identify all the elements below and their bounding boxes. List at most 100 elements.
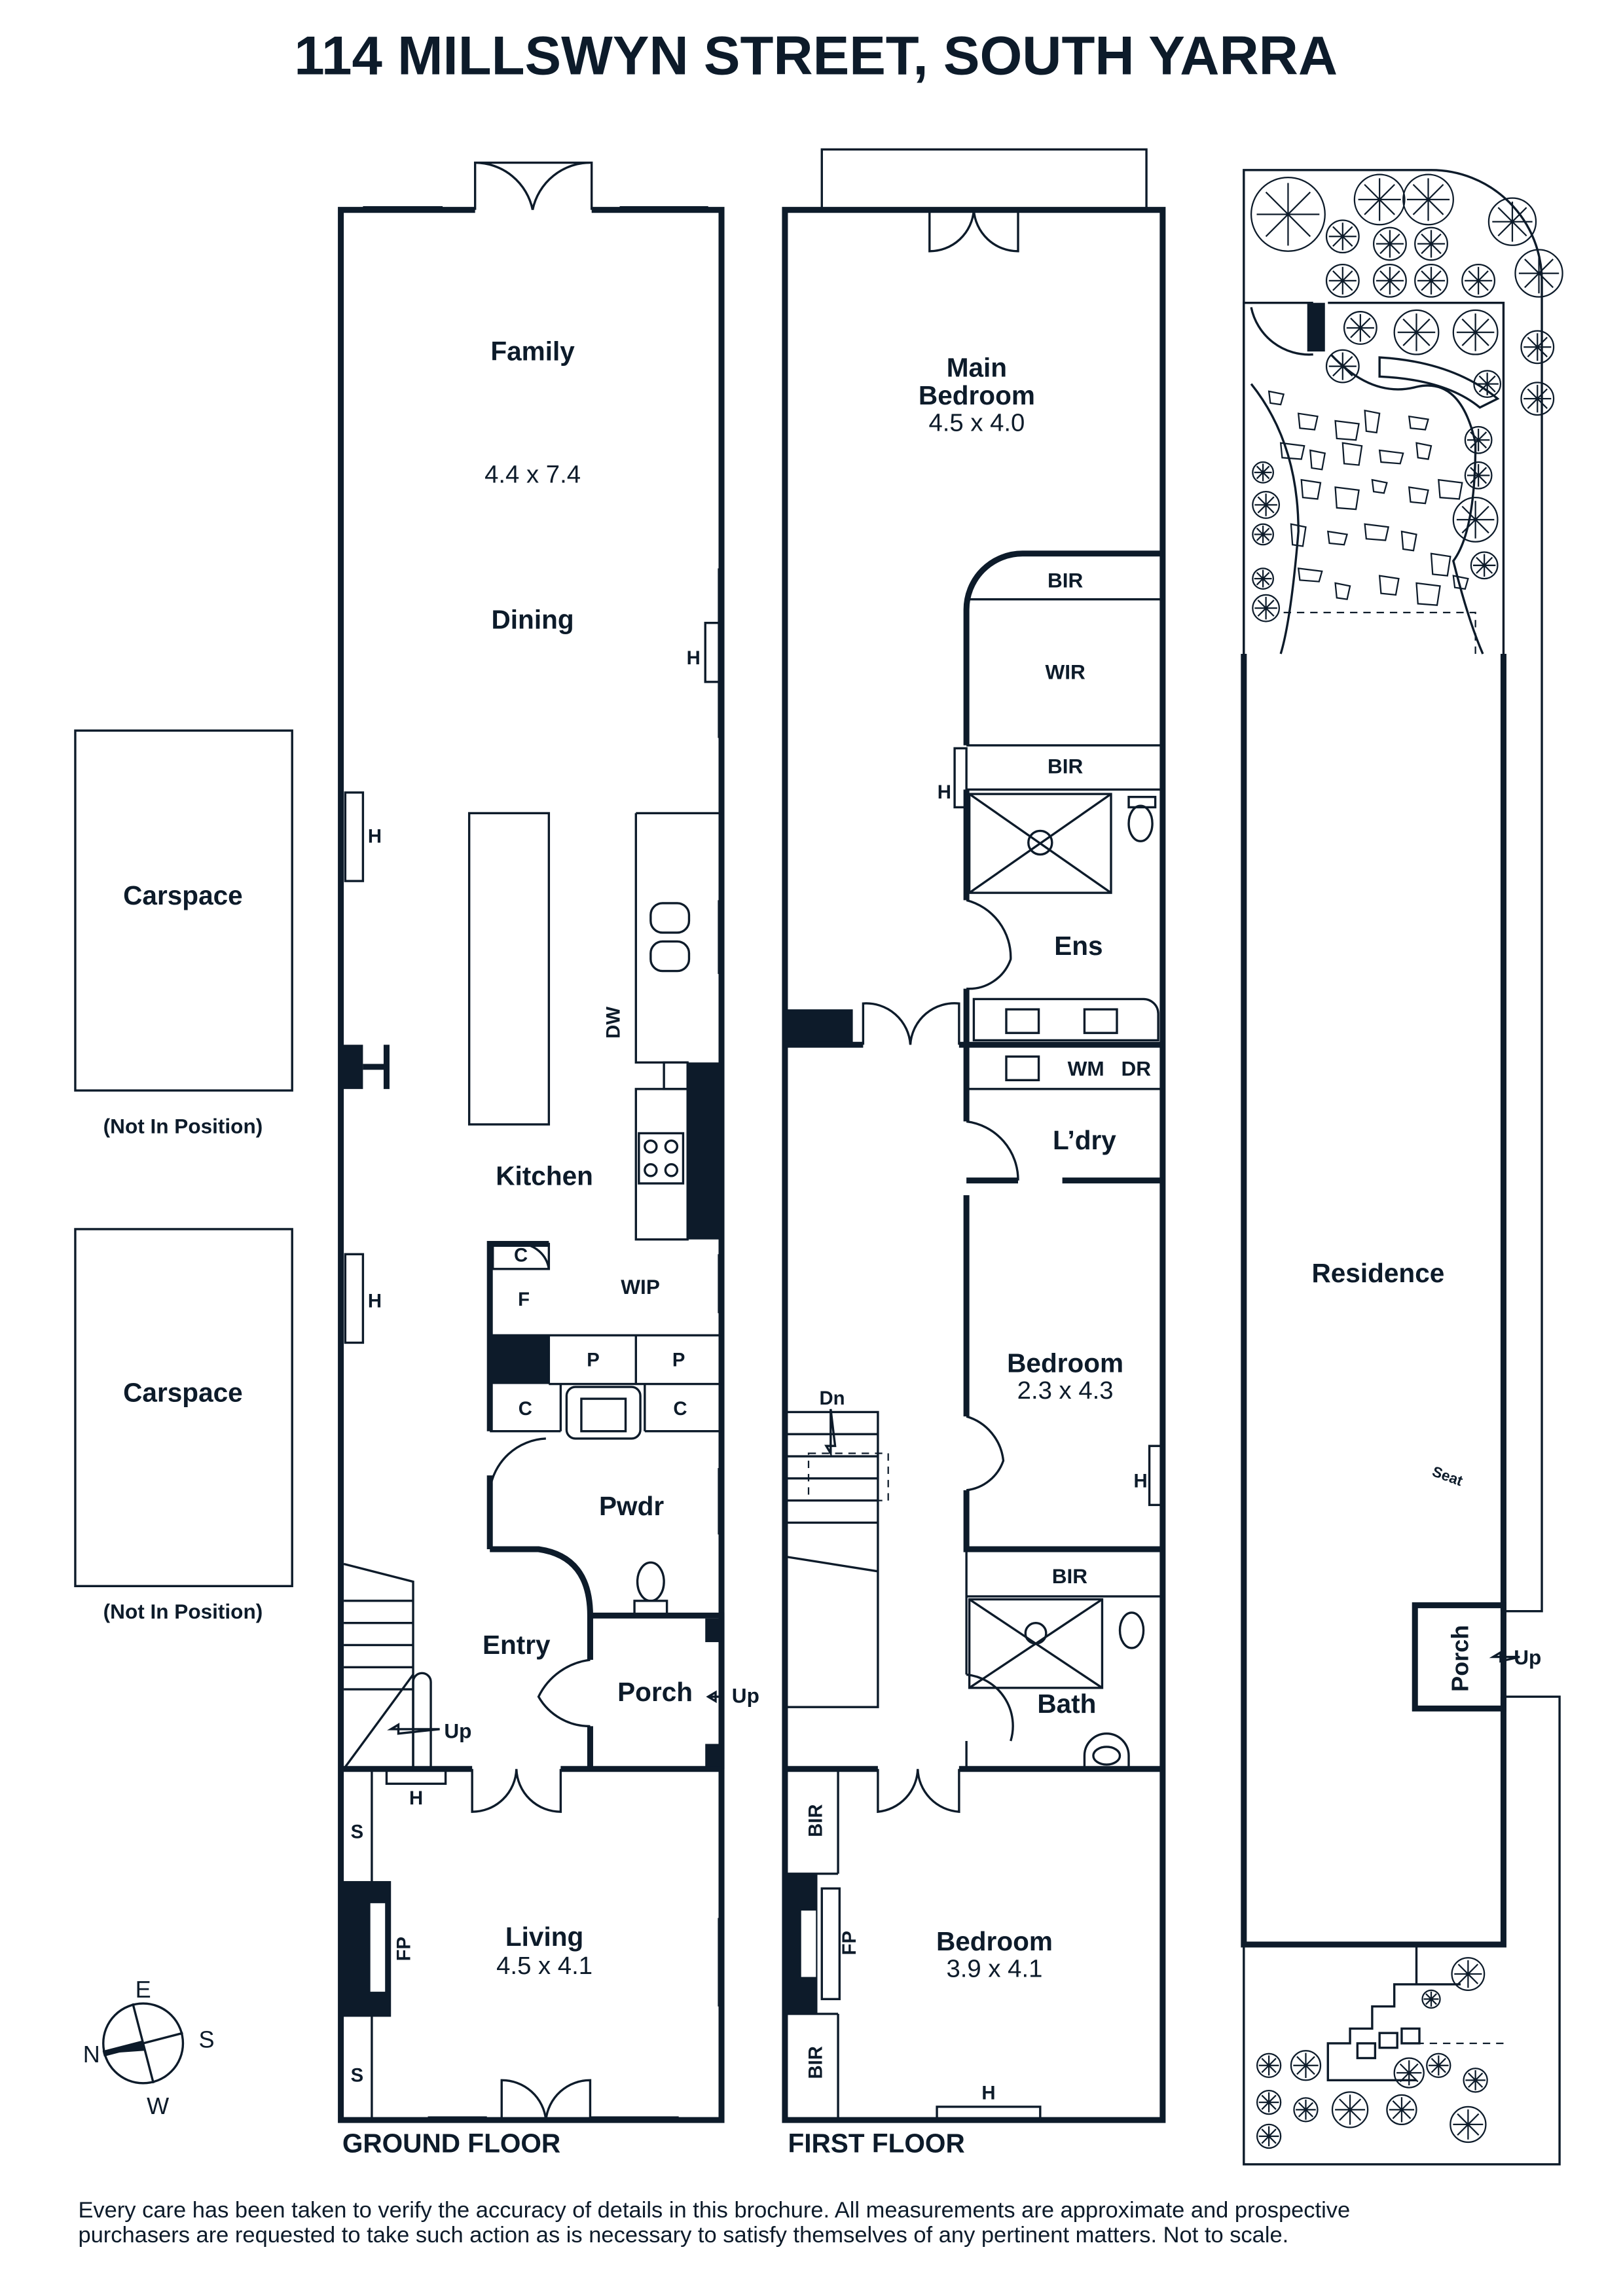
tree-branch — [1268, 2136, 1277, 2144]
tree-icon — [1331, 2091, 1369, 2128]
tree-branch — [1392, 2100, 1402, 2111]
tree-branch — [1478, 270, 1489, 281]
paving-stone — [1438, 478, 1463, 500]
tree-branch — [1468, 280, 1479, 291]
carspace-label: Carspace — [123, 1378, 243, 1408]
tree-icon — [1256, 2123, 1282, 2149]
tree-icon — [1353, 173, 1406, 226]
first-floor-title: FIRST FLOOR — [788, 2128, 964, 2159]
tree-branch — [1421, 243, 1432, 255]
tree-branch — [1332, 270, 1343, 281]
tree-icon — [1421, 1989, 1441, 2009]
tree-branch — [1257, 607, 1267, 617]
tree-branch — [1360, 317, 1371, 329]
tree-branch — [1486, 383, 1496, 393]
tree-branch — [1350, 327, 1361, 338]
tree-branch — [1262, 528, 1270, 535]
paving-stone — [1334, 486, 1360, 511]
tree-branch — [1389, 280, 1400, 291]
tree-branch — [1389, 270, 1400, 281]
tree-icon — [1520, 330, 1555, 365]
tree-branch — [1342, 270, 1353, 281]
tree-branch — [1332, 365, 1343, 377]
heater-label: H — [368, 1290, 382, 1312]
tree-branch — [1408, 2072, 1419, 2083]
tree-icon — [1386, 2094, 1417, 2126]
paving-stone — [1415, 442, 1432, 460]
tree-branch — [1527, 336, 1539, 348]
paving-stones — [1267, 390, 1469, 606]
garden-trees — [1250, 173, 1563, 2149]
tree-icon — [1463, 2068, 1488, 2093]
tree-branch — [1431, 270, 1442, 281]
tree-branch — [1379, 233, 1391, 245]
tree-icon — [1452, 309, 1499, 355]
tree-branch — [1262, 578, 1270, 586]
fireplace-label: FP — [393, 1937, 415, 1961]
compass-north: N — [83, 2041, 100, 2068]
tree-branch — [1298, 2109, 1307, 2118]
tree-branch — [1478, 431, 1487, 441]
tree-branch — [1389, 243, 1400, 255]
tree-branch — [1265, 504, 1275, 514]
room-family: Family — [490, 336, 575, 367]
stairs-up-label: Up — [444, 1719, 471, 1742]
site-labels: Seat Residence Porch Up — [1311, 1258, 1541, 1692]
tree-branch — [1261, 2136, 1269, 2144]
paving-stone — [1378, 575, 1400, 596]
tree-branch — [1512, 221, 1527, 237]
paving-stone — [1364, 523, 1390, 541]
tree-branch — [1296, 2056, 1307, 2066]
tree-branch — [1497, 207, 1513, 223]
tree-icon — [1252, 567, 1275, 590]
tree-icon — [1393, 2057, 1425, 2089]
tree-branch — [1468, 2072, 1476, 2081]
room-bath: Bath — [1037, 1689, 1096, 1719]
tree-branch — [1342, 365, 1353, 377]
robe-label: BIR — [1052, 1564, 1088, 1588]
carspace-note: (Not In Position) — [103, 1600, 263, 1623]
room-porch: Porch — [617, 1677, 693, 1707]
tree-branch — [1467, 1973, 1479, 1984]
tree-branch — [1467, 1964, 1479, 1975]
tree-branch — [1296, 2064, 1307, 2075]
tree-branch — [1402, 331, 1417, 346]
shelf-label: S — [351, 2065, 364, 2087]
first-floor-labels: Main Bedroom 4.5 x 4.0 BIR WIR BIR H Ens… — [788, 352, 1151, 2158]
tree-branch — [1261, 2128, 1269, 2137]
carspace-note: (Not In Position) — [103, 1114, 263, 1138]
compass-west: W — [147, 2092, 169, 2119]
heater-label: H — [938, 781, 951, 803]
robe-label: BIR — [805, 2046, 826, 2079]
tree-icon — [1520, 382, 1555, 416]
disclaimer-line-1: Every care has been taken to verify the … — [78, 2198, 1350, 2223]
tree-branch — [1478, 439, 1487, 449]
paving-stone — [1297, 567, 1323, 583]
tree-branch — [1476, 556, 1485, 566]
tree-branch — [1524, 259, 1540, 274]
tree-branch — [1364, 184, 1380, 200]
tree-branch — [1412, 199, 1429, 215]
tree-icon — [1473, 370, 1502, 399]
site-up-label: Up — [1514, 1645, 1541, 1669]
room-bedroom-3: Bedroom — [936, 1926, 1053, 1956]
tree-branch — [1512, 207, 1527, 223]
tree-branch — [1497, 221, 1513, 237]
tree-branch — [1425, 1998, 1432, 2005]
tree-branch — [1484, 556, 1493, 566]
tree-branch — [1474, 331, 1489, 346]
paving-stone — [1309, 449, 1326, 471]
tree-branch — [1287, 191, 1311, 215]
tree-branch — [1379, 270, 1391, 281]
tree-branch — [1527, 388, 1539, 399]
tree-branch — [1360, 327, 1371, 338]
tree-branch — [1305, 2109, 1314, 2118]
tree-branch — [1527, 398, 1539, 409]
paving-stone — [1326, 530, 1349, 546]
tree-icon — [1450, 2106, 1487, 2144]
robe-label: BIR — [805, 1804, 826, 1837]
tree-branch — [1537, 398, 1548, 409]
ground-floor-labels: Family 4.4 x 7.4 Dining H H H DW Kitchen… — [342, 336, 759, 2159]
tree-branch — [1427, 184, 1444, 200]
tree-branch — [1425, 1993, 1432, 2000]
